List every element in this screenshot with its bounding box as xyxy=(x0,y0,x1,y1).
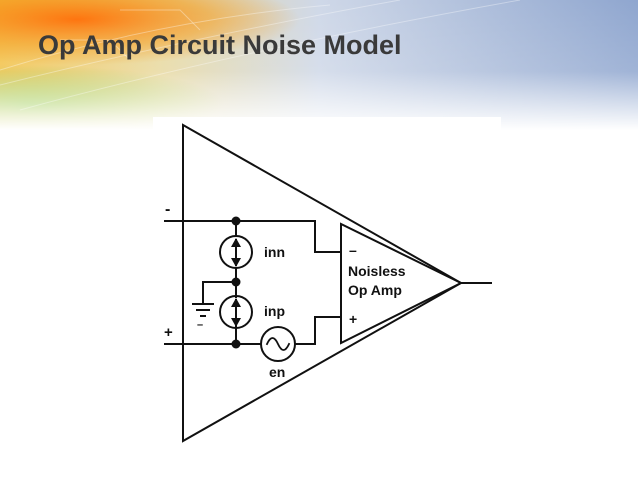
junction-dot-mid xyxy=(231,277,241,287)
input-plus-label: + xyxy=(164,324,173,341)
en-label: en xyxy=(269,364,285,380)
title-banner-background xyxy=(0,0,638,130)
ground-wire xyxy=(202,281,237,304)
junction-dot-minus xyxy=(231,216,241,226)
en-voltage-source-icon xyxy=(260,326,296,362)
outer-amplifier-triangle xyxy=(182,123,464,443)
slide-title: Op Amp Circuit Noise Model xyxy=(38,30,402,60)
inp-label: inp xyxy=(264,303,285,319)
inn-current-source-icon xyxy=(219,235,253,269)
opamp-label-line1: Noisless xyxy=(348,263,406,279)
input-minus-label: - xyxy=(165,201,170,218)
inp-current-source-icon xyxy=(219,295,253,329)
inner-plus-label: + xyxy=(349,311,357,327)
ground-minus-label: – xyxy=(197,319,203,331)
circuit-schematic: - + – + Noisless Op Amp inn inp en – xyxy=(164,123,492,443)
inner-minus-label: – xyxy=(349,242,357,258)
sine-wave-icon xyxy=(265,337,291,351)
noise-model-diagram: - + – + Noisless Op Amp inn inp en – xyxy=(153,117,501,450)
inner-opamp-triangle xyxy=(340,222,464,345)
junction-dot-plus xyxy=(231,339,241,349)
plus-to-opamp-wire xyxy=(294,316,342,345)
banner-graphic xyxy=(0,0,638,130)
opamp-label-line2: Op Amp xyxy=(348,282,402,298)
inn-label: inn xyxy=(264,244,285,260)
minus-to-opamp-wire xyxy=(314,220,342,253)
